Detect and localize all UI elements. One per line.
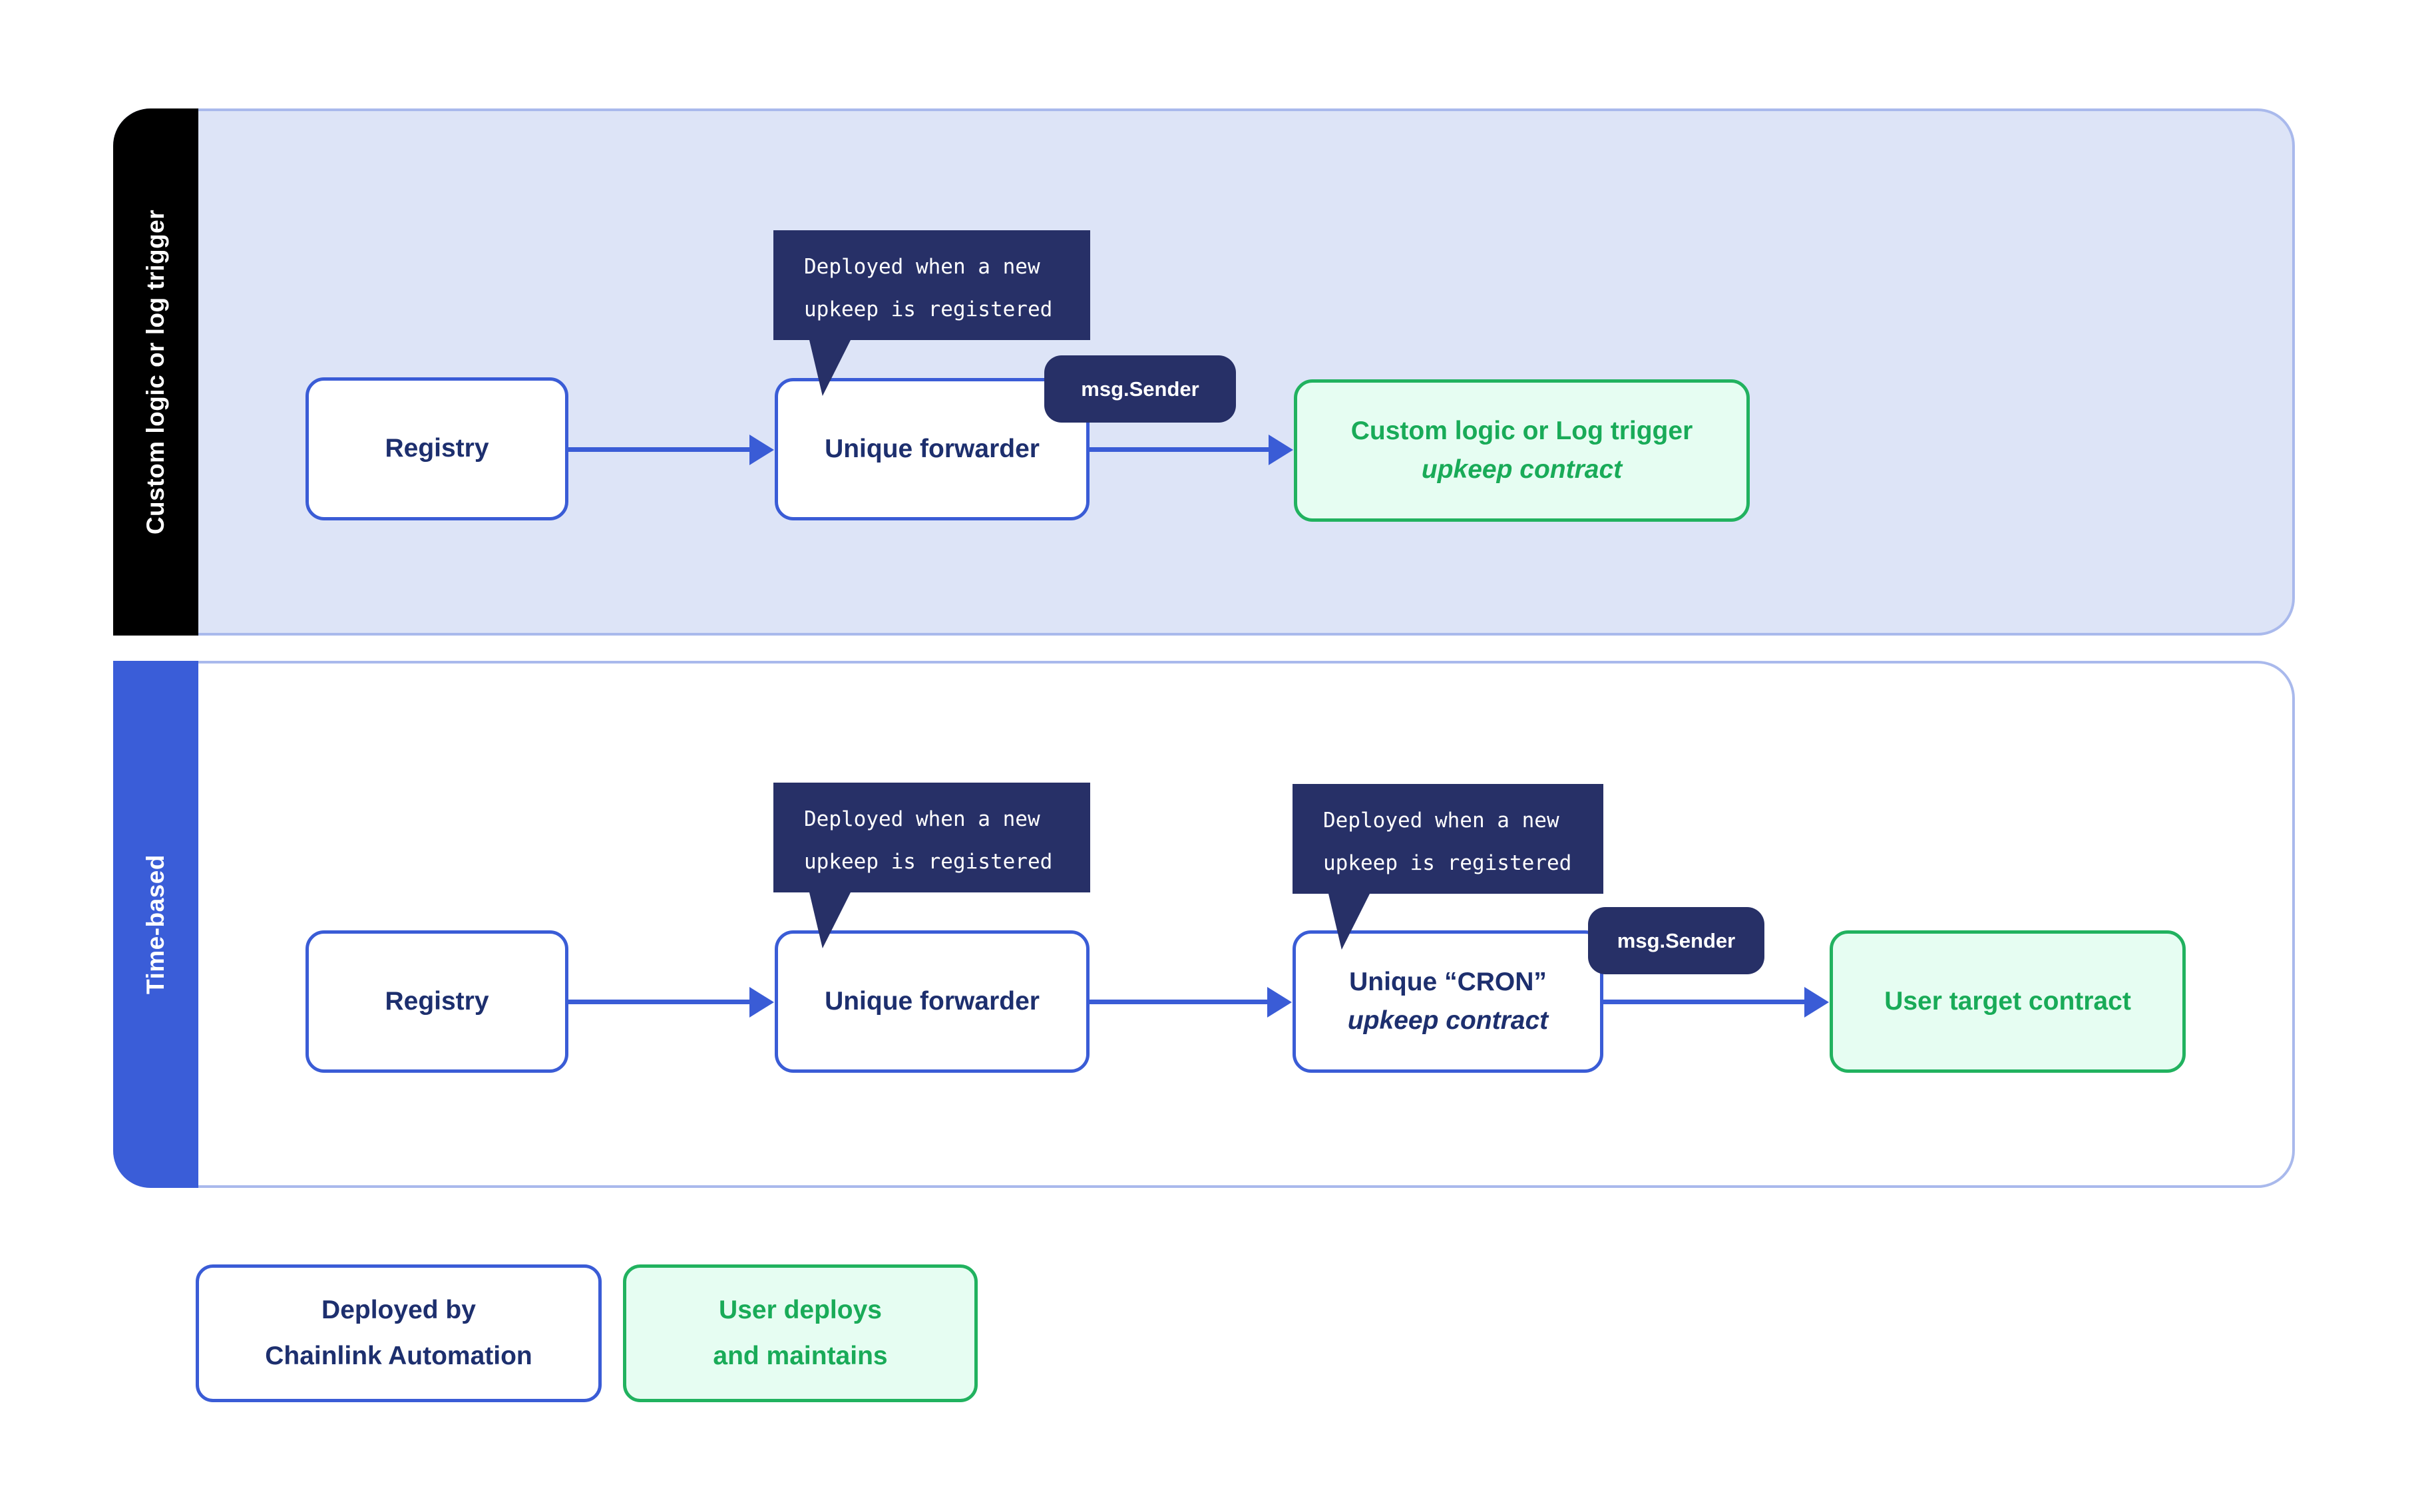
arrowhead-icon [1267, 986, 1292, 1018]
arrowhead-icon [1269, 434, 1293, 465]
lane-time-based-label: Time-based [142, 854, 169, 994]
lane-time-based-sidebar: Time-based [113, 661, 198, 1188]
arrow-registry-to-forwarder [568, 986, 774, 1018]
tooltip-line1: Deployed when a new [1323, 809, 1559, 833]
node-registry-label: Registry [385, 986, 489, 1016]
badge-msg-sender: msg.Sender [1588, 907, 1764, 974]
tooltip-deployed-forwarder: Deployed when a new upkeep is registered [773, 783, 1090, 892]
arrowhead-icon [749, 434, 774, 465]
tooltip-deployed-cron: Deployed when a new upkeep is registered [1293, 784, 1603, 894]
node-unique-forwarder: Unique forwarder [775, 930, 1090, 1073]
lane-custom-logic: Custom logic or log trigger Registry Dep… [113, 108, 2295, 636]
node-cron-upkeep-contract: Unique “CRON” upkeep contract [1293, 930, 1603, 1073]
cron-upkeep-line1: Unique “CRON” [1349, 967, 1547, 996]
upkeep-contract-line2: upkeep contract [1421, 455, 1623, 484]
upkeep-contract-line1: Custom logic or Log trigger [1350, 416, 1693, 445]
node-user-target-contract-label: User target contract [1884, 986, 2131, 1016]
legend-chainlink-line1: Deployed by [321, 1296, 476, 1325]
lane-custom-logic-sidebar: Custom logic or log trigger [113, 108, 198, 636]
tooltip-line2: upkeep is registered [1323, 850, 1572, 875]
arrow-cron-to-target [1603, 986, 1829, 1018]
node-user-target-contract: User target contract [1830, 930, 2186, 1073]
node-registry-label: Registry [385, 434, 489, 463]
legend-user-line1: User deploys [719, 1296, 882, 1325]
arrow-forwarder-to-cron [1090, 986, 1292, 1018]
legend-user-deploys: User deploys and maintains [623, 1264, 978, 1402]
legend-user-line2: and maintains [713, 1341, 888, 1370]
arrowhead-icon [1804, 986, 1829, 1018]
lane-time-based: Time-based Registry Deployed when a new … [113, 661, 2295, 1188]
badge-msg-sender: msg.Sender [1044, 355, 1236, 423]
node-unique-forwarder-label: Unique forwarder [825, 986, 1040, 1016]
lane-custom-logic-label: Custom logic or log trigger [142, 209, 169, 535]
tooltip-line2: upkeep is registered [804, 849, 1053, 874]
tooltip-line2: upkeep is registered [804, 297, 1053, 321]
tooltip-line1: Deployed when a new [804, 255, 1040, 279]
arrow-forwarder-to-upkeep [1090, 434, 1293, 465]
node-custom-logic-upkeep-contract: Custom logic or Log trigger upkeep contr… [1294, 379, 1750, 522]
cron-upkeep-line2: upkeep contract [1347, 1006, 1549, 1035]
node-unique-forwarder: Unique forwarder [775, 378, 1090, 520]
node-registry: Registry [305, 377, 568, 520]
badge-msg-sender-label: msg.Sender [1081, 377, 1199, 401]
badge-msg-sender-label: msg.Sender [1617, 928, 1736, 952]
tooltip-line1: Deployed when a new [804, 807, 1040, 831]
tooltip-deployed-forwarder: Deployed when a new upkeep is registered [773, 230, 1090, 340]
arrow-registry-to-forwarder [568, 434, 774, 465]
node-unique-forwarder-label: Unique forwarder [825, 434, 1040, 463]
arrowhead-icon [749, 986, 774, 1018]
legend-chainlink-line2: Chainlink Automation [265, 1341, 532, 1370]
legend-deployed-by-chainlink: Deployed by Chainlink Automation [196, 1264, 602, 1402]
node-registry: Registry [305, 930, 568, 1073]
